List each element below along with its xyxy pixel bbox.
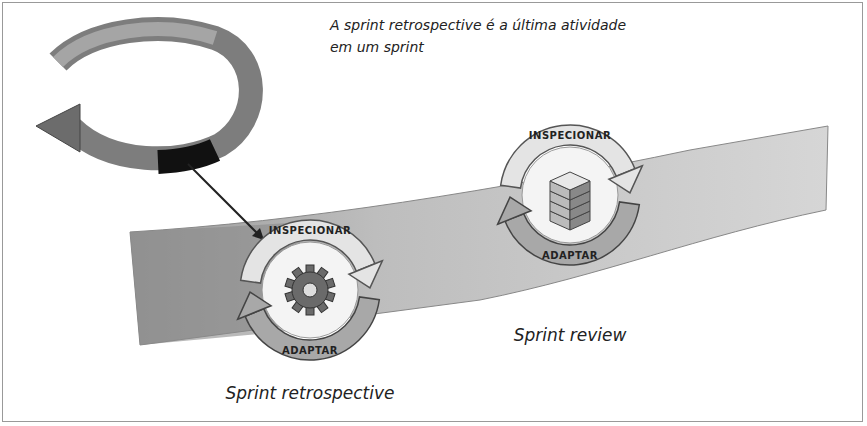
adapt-label: ADAPTAR	[282, 345, 338, 356]
event-caption: Sprint review	[514, 325, 627, 345]
cycle-node: INSPECIONAR ADAPTAR Sprint retrospective	[225, 205, 400, 420]
inspect-label: INSPECIONAR	[269, 225, 351, 236]
cycle-node: INSPECIONAR ADAPTAR Sprint review	[485, 118, 660, 363]
event-caption: Sprint retrospective	[225, 383, 394, 403]
inspect-label: INSPECIONAR	[529, 130, 611, 141]
note-label: A sprint retrospective é a última ativid…	[330, 17, 626, 55]
note-text: A sprint retrospective é a última ativid…	[330, 14, 630, 58]
adapt-label: ADAPTAR	[542, 250, 598, 261]
